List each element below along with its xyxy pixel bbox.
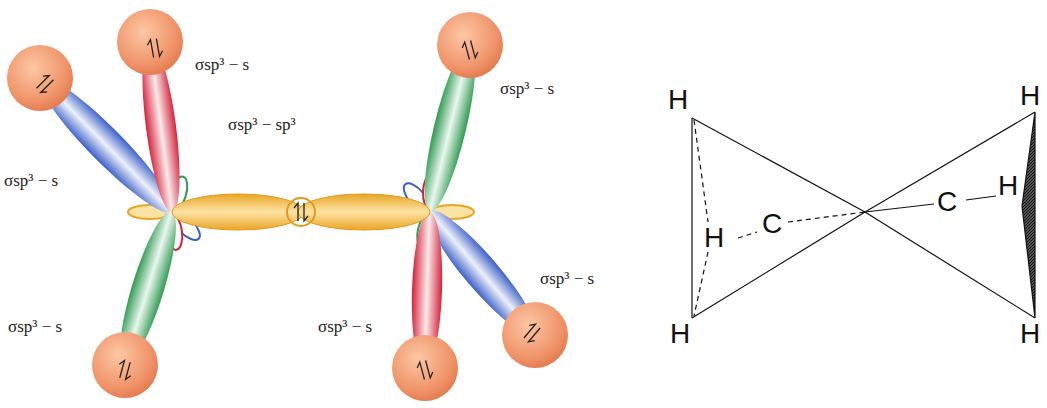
atom-symbol: C xyxy=(762,210,782,238)
atom-symbol: H xyxy=(668,86,688,114)
orbital-label: σsp³ − s xyxy=(8,318,62,335)
atom-symbol: H xyxy=(1020,320,1040,348)
atom-symbol: H xyxy=(1020,82,1040,110)
atom-symbol: H xyxy=(704,224,724,252)
orbital-label: σsp³ − s xyxy=(318,318,372,335)
orbital-label: σsp³ − s xyxy=(195,56,249,73)
orbital-label: σsp³ − sp³ xyxy=(228,116,296,133)
sp3-sp3-bond xyxy=(172,194,430,230)
orbital-label: σsp³ − s xyxy=(540,270,594,287)
sp3-lobe xyxy=(28,40,548,369)
electron-pair xyxy=(34,38,543,381)
atom-symbol: C xyxy=(937,188,957,216)
atom-symbol: H xyxy=(670,320,690,348)
atom-symbol: H xyxy=(998,172,1018,200)
hydrogen-s-orbital xyxy=(7,9,568,401)
orbital-label: σsp³ − s xyxy=(500,80,554,97)
orbital-label: σsp³ − s xyxy=(4,172,58,189)
stereo-structure xyxy=(692,112,1035,318)
